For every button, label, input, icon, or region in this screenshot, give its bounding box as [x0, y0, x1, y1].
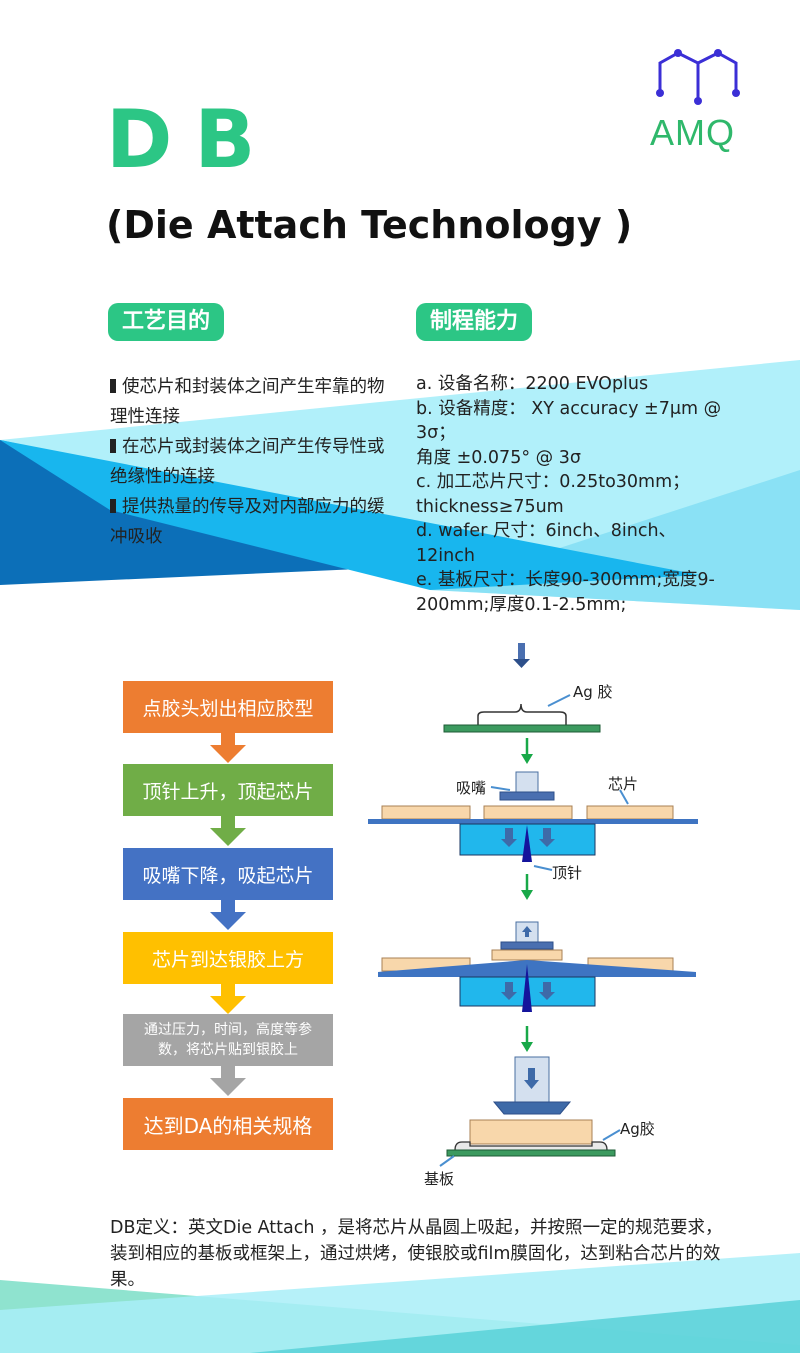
capability-item: d. wafer 尺寸：6inch、8inch、12inch	[416, 521, 677, 566]
down-arrow-icon	[521, 1026, 533, 1052]
bullet-icon	[110, 439, 116, 453]
glue-bracket	[477, 703, 567, 726]
down-arrow-icon	[210, 733, 246, 763]
capability-item: b. 设备精度： XY accuracy ±7μm @ 3σ；	[416, 398, 722, 444]
down-arrow-icon	[210, 900, 246, 930]
capability-item: c. 加工芯片尺寸：0.25to30mm；thickness≥75um	[416, 472, 690, 517]
definition-text: DB定义：英文Die Attach ，是将芯片从晶圆上吸起，并按照一定的规范要求…	[110, 1218, 723, 1290]
down-arrow-icon	[513, 643, 530, 668]
flow-step-1: 点胶头划出相应胶型	[123, 681, 333, 733]
substrate-top	[443, 724, 601, 733]
down-arrow-icon	[521, 738, 533, 764]
down-arrow-icon	[210, 984, 246, 1014]
label-ag-glue-bottom: Ag胶	[620, 1120, 655, 1138]
label-chip: 芯片	[608, 775, 639, 793]
label-nozzle: 吸嘴	[456, 779, 487, 797]
flow-step-3: 吸嘴下降，吸起芯片	[123, 848, 333, 900]
bullet-icon	[110, 379, 116, 393]
substrate-bottom	[446, 1149, 616, 1157]
purpose-item: 在芯片或封装体之间产生传导性或绝缘性的连接	[110, 437, 385, 487]
label-ag-glue-top: Ag 胶	[573, 683, 613, 701]
bg-bottom-teal	[250, 1300, 800, 1353]
purpose-item: 使芯片和封装体之间产生牢靠的物理性连接	[110, 377, 385, 427]
down-arrow-icon	[210, 816, 246, 846]
flow-step-2: 顶针上升，顶起芯片	[123, 764, 333, 816]
flow-step-6: 达到DA的相关规格	[123, 1098, 333, 1150]
purpose-item: 提供热量的传导及对内部应力的缓冲吸收	[110, 497, 385, 547]
page-subtitle: (Die Attach Technology )	[106, 203, 633, 247]
capability-list: a. 设备名称：2200 EVOplus b. 设备精度： XY accurac…	[416, 372, 726, 617]
flow-step-4: 芯片到达银胶上方	[123, 932, 333, 984]
amq-logo-icon	[656, 49, 740, 105]
capability-item: a. 设备名称：2200 EVOplus	[416, 374, 649, 394]
page-title: DB	[106, 93, 278, 186]
down-arrow-icon	[210, 1066, 246, 1096]
capability-heading: 制程能力	[416, 303, 533, 341]
label-substrate: 基板	[424, 1170, 455, 1188]
flow-step-5: 通过压力，时间，高度等参数，将芯片贴到银胶上	[123, 1014, 333, 1066]
capability-item: 角度 ±0.075° @ 3σ	[416, 447, 581, 468]
purpose-heading: 工艺目的	[108, 303, 225, 341]
process-diagram	[368, 643, 698, 1167]
capability-item: e. 基板尺寸：长度90-300mm;宽度9-200mm;厚度0.1-2.5mm…	[416, 570, 715, 615]
bullet-icon	[110, 499, 116, 513]
bg-cyan-wedge	[0, 440, 700, 590]
label-ejector-pin: 顶针	[552, 864, 583, 882]
down-arrow-icon	[521, 874, 533, 900]
logo-text: AMQ	[650, 112, 736, 153]
purpose-list: 使芯片和封装体之间产生牢靠的物理性连接 在芯片或封装体之间产生传导性或绝缘性的连…	[110, 372, 390, 552]
